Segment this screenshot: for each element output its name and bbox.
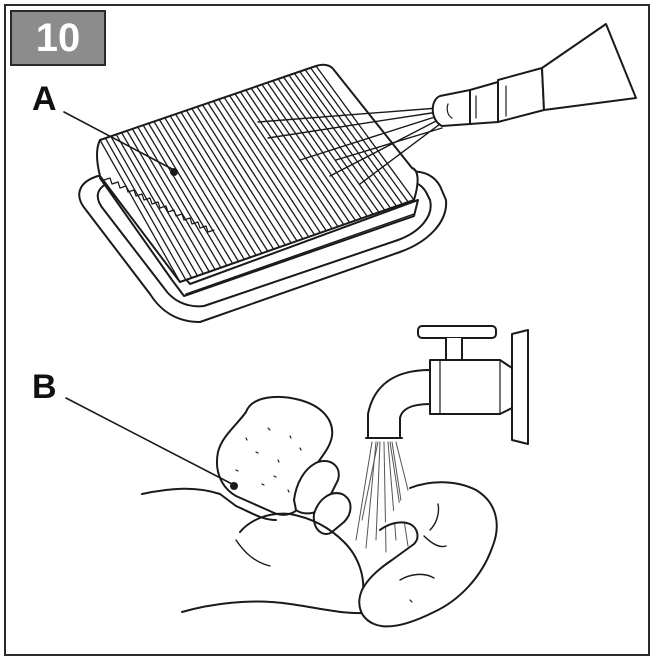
filter-pleat-line <box>234 93 327 232</box>
filter-pleat-line <box>126 130 210 273</box>
filter-pleat-line <box>288 74 386 211</box>
filter-pleat-line <box>282 76 380 213</box>
filter-pleat-line <box>104 137 187 281</box>
filter-pleat-line <box>115 133 199 277</box>
filter-pleat-line <box>293 72 392 209</box>
air-blast-lines <box>257 107 443 185</box>
leader-dot-b <box>230 482 238 490</box>
filter-pleat-line <box>245 89 339 228</box>
filter-pleat-line <box>131 128 216 271</box>
filter-pleat-line <box>174 113 263 254</box>
filter-pleat-line <box>201 104 292 244</box>
filter-pleat-line <box>218 98 310 238</box>
filter-pleat-line <box>153 120 240 263</box>
filter-pleat-line <box>180 111 269 252</box>
filter-pleat-line <box>250 87 345 226</box>
filter-pleat-line <box>164 117 251 259</box>
callout-label-a: A <box>32 80 57 118</box>
filter-pleat-line <box>299 70 398 207</box>
leader-line-a <box>63 111 175 171</box>
filter-pleat-line <box>277 78 374 216</box>
filter-pleat-line <box>137 126 222 269</box>
filter-pleat-line <box>99 139 181 283</box>
filter-pleat-line <box>185 109 275 250</box>
right-hand-icon <box>358 481 498 628</box>
leader-line-b <box>65 397 233 485</box>
filter-pleat-line <box>239 91 333 230</box>
filter-pleat-line <box>255 85 351 224</box>
step-number: 10 <box>35 15 81 60</box>
filter-pleat-line <box>309 67 409 203</box>
step-number-badge: 10 <box>10 10 106 66</box>
filter-pleat-line <box>142 124 228 267</box>
filter-pleat-line <box>223 96 316 236</box>
filter-pleat-line <box>147 122 234 265</box>
filter-pleat-line <box>272 80 368 218</box>
filter-pleat-line <box>212 100 304 240</box>
filter-pleat-line <box>228 94 322 234</box>
filter-pleat-line <box>315 65 415 201</box>
filter-pleat-line <box>261 83 357 222</box>
air-nozzle-icon <box>431 23 637 127</box>
filter-pleat-line <box>169 115 257 257</box>
filter-pleat-line <box>191 107 281 248</box>
faucet-icon <box>365 325 529 445</box>
filter-pleat-line <box>110 135 193 279</box>
filter-pleat-line <box>207 102 298 242</box>
filter-pleat-line <box>304 69 403 205</box>
leader-dot-a <box>170 168 178 176</box>
callout-label-b: B <box>32 368 57 406</box>
left-hand-icon <box>141 460 373 615</box>
filter-pleat-line <box>266 82 363 220</box>
filter-pleat-line <box>158 119 246 261</box>
filter-pleat-line <box>120 131 205 275</box>
air-filter-icon <box>78 63 448 323</box>
filter-pleat-line <box>196 106 286 246</box>
